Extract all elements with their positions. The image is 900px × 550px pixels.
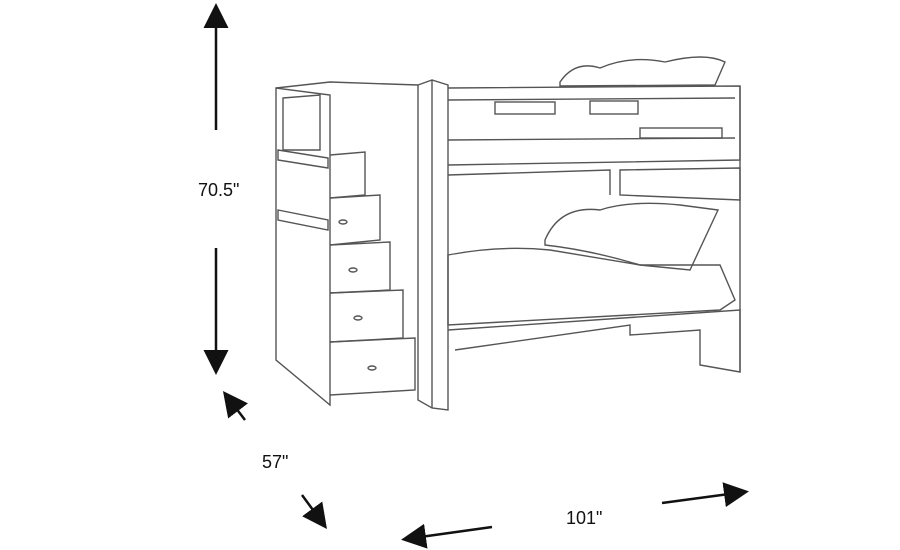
bunk-bed-sketch	[275, 56, 741, 411]
width-label: 101"	[566, 508, 603, 528]
depth-label: 57"	[262, 452, 289, 472]
depth-arrow	[222, 391, 327, 530]
height-label: 70.5"	[198, 180, 240, 200]
width-arrow	[401, 482, 749, 549]
